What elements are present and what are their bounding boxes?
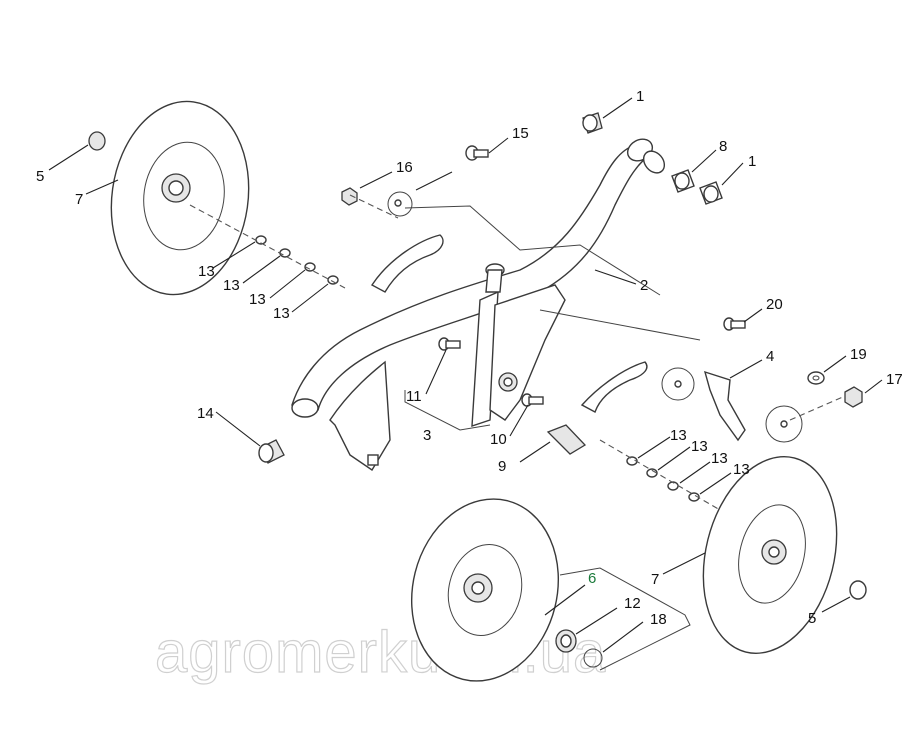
nut-16 bbox=[341, 187, 358, 206]
disc-upper-left bbox=[110, 100, 250, 296]
vertical-post bbox=[471, 263, 505, 427]
label-13c: 13 bbox=[249, 291, 266, 308]
bolt-11 bbox=[438, 337, 461, 351]
label-14: 14 bbox=[197, 405, 214, 422]
label-2: 2 bbox=[640, 277, 648, 294]
nut-17 bbox=[844, 386, 863, 408]
assembly-outline bbox=[404, 205, 701, 431]
circlip-18 bbox=[583, 648, 603, 668]
label-5a: 5 bbox=[36, 168, 44, 185]
scraper-upper bbox=[370, 234, 444, 293]
washer-19 bbox=[807, 371, 825, 385]
label-7a: 7 bbox=[75, 191, 83, 208]
label-1a: 1 bbox=[636, 88, 644, 105]
label-6[interactable]: 6 bbox=[588, 570, 596, 587]
detail-circle-mid bbox=[661, 367, 695, 401]
fender-shield bbox=[329, 360, 391, 471]
label-17: 17 bbox=[886, 371, 903, 388]
label-5b: 5 bbox=[808, 610, 816, 627]
label-1b: 1 bbox=[748, 153, 756, 170]
callout-labels: 1 1 8 15 16 5 7 13 13 13 13 2 20 4 19 17… bbox=[36, 88, 903, 628]
leader-lines bbox=[48, 97, 883, 653]
bushing-8 bbox=[671, 169, 695, 193]
label-12: 12 bbox=[624, 595, 641, 612]
label-13a: 13 bbox=[198, 263, 215, 280]
bushing-1-top bbox=[582, 112, 603, 134]
frame-tube bbox=[291, 138, 666, 418]
bolt-10 bbox=[521, 393, 544, 407]
label-13h: 13 bbox=[733, 461, 750, 478]
bracket-4 bbox=[703, 370, 746, 442]
bolt-15 bbox=[465, 145, 489, 161]
washers-upper-left bbox=[189, 204, 346, 289]
label-13d: 13 bbox=[273, 305, 290, 322]
bushing-1-right bbox=[699, 181, 723, 205]
label-20: 20 bbox=[766, 296, 783, 313]
label-10: 10 bbox=[490, 431, 507, 448]
label-18: 18 bbox=[650, 611, 667, 628]
plate-9 bbox=[546, 424, 587, 455]
label-8: 8 bbox=[719, 138, 727, 155]
washers-right bbox=[599, 439, 721, 511]
bracket-plate bbox=[489, 284, 566, 421]
detail-circle-right bbox=[765, 405, 803, 443]
bearing-12 bbox=[555, 629, 577, 653]
label-13g: 13 bbox=[711, 450, 728, 467]
label-9: 9 bbox=[498, 458, 506, 475]
disc-lower-right bbox=[702, 456, 838, 654]
label-13f: 13 bbox=[691, 438, 708, 455]
scraper-middle bbox=[580, 361, 648, 414]
label-13e: 13 bbox=[670, 427, 687, 444]
cap-5-lower bbox=[849, 580, 867, 600]
bolt-20 bbox=[723, 317, 746, 331]
cap-5-upper bbox=[88, 131, 106, 151]
plug-14 bbox=[258, 439, 285, 464]
label-19: 19 bbox=[850, 346, 867, 363]
label-16: 16 bbox=[396, 159, 413, 176]
label-13b: 13 bbox=[223, 277, 240, 294]
label-15: 15 bbox=[512, 125, 529, 142]
label-11: 11 bbox=[406, 388, 422, 405]
detail-circle-top bbox=[387, 191, 413, 217]
label-3: 3 bbox=[423, 427, 431, 444]
label-7b: 7 bbox=[651, 571, 659, 588]
label-4: 4 bbox=[766, 348, 774, 365]
